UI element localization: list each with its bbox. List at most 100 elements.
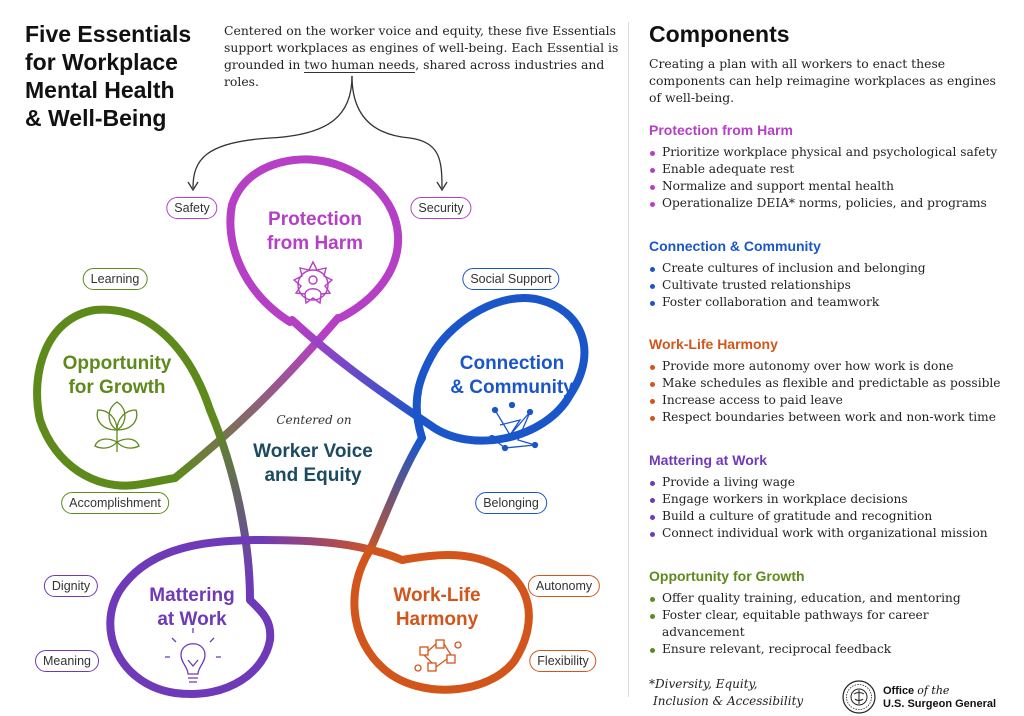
intro-underlined: two human needs — [304, 57, 416, 73]
title-line: Mental Health — [25, 77, 175, 103]
flow-nodes-icon — [414, 639, 462, 672]
component-section-protection: Protection from Harm Prioritize workplac… — [649, 121, 1014, 212]
need-pill-security: Security — [410, 197, 472, 219]
logo-agency: U.S. Surgeon General — [883, 698, 997, 710]
arrow-to-safety — [192, 75, 353, 189]
title-line: Worker Voice — [253, 441, 373, 462]
lightbulb-icon — [165, 628, 221, 683]
essential-title-protection: Protection from Harm — [240, 208, 390, 256]
title-line: and Equity — [264, 465, 362, 486]
connector-worklife-mattering — [258, 536, 406, 564]
intro-part: Centered on the worker voice and equity,… — [224, 23, 619, 72]
connector-connection-worklife — [366, 434, 426, 554]
list-item: Connect individual work with organizatio… — [649, 525, 1014, 542]
list-item: Operationalize DEIA* norms, policies, an… — [649, 195, 1014, 212]
title-line: at Work — [157, 609, 227, 630]
intro-text: Centered on the worker voice and equity,… — [224, 22, 619, 90]
list-item: Provide more autonomy over how work is d… — [649, 358, 1014, 375]
component-list: Offer quality training, education, and m… — [649, 590, 1014, 658]
title-line: Opportunity — [62, 353, 172, 374]
logo-office: Office — [883, 685, 918, 697]
loop-worklife — [350, 546, 533, 694]
list-item: Create cultures of inclusion and belongi… — [649, 260, 1014, 277]
title-line: Work-Life — [393, 585, 481, 606]
arrowhead-security — [436, 181, 448, 192]
title-line: Harmony — [395, 609, 479, 630]
component-list: Create cultures of inclusion and belongi… — [649, 260, 1014, 311]
title-line: for Growth — [68, 377, 166, 398]
need-pill-meaning: Meaning — [35, 650, 99, 672]
title-line: Protection — [268, 209, 362, 230]
list-item: Build a culture of gratitude and recogni… — [649, 508, 1014, 525]
list-item: Provide a living wage — [649, 474, 1014, 491]
essential-title-mattering: Mattering at Work — [117, 584, 267, 632]
connector-protection-connection — [288, 316, 434, 429]
loop-growth — [33, 305, 214, 490]
footnote: *Diversity, Equity, Inclusion & Accessib… — [649, 676, 819, 710]
list-item: Cultivate trusted relationships — [649, 277, 1014, 294]
section-title: Mattering at Work — [649, 452, 767, 468]
need-pill-social-support: Social Support — [462, 268, 560, 290]
component-section-mattering: Mattering at Work Provide a living wage … — [649, 451, 1014, 542]
arrowhead-safety — [187, 181, 199, 192]
component-list: Provide more autonomy over how work is d… — [649, 358, 1014, 426]
section-title: Connection & Community — [649, 238, 821, 254]
footnote-line: *Diversity, Equity, — [649, 677, 758, 691]
component-list: Provide a living wage Engage workers in … — [649, 474, 1014, 542]
list-item: Enable adequate rest — [649, 161, 1014, 178]
list-item: Increase access to paid leave — [649, 392, 1014, 409]
component-section-growth: Opportunity for Growth Offer quality tra… — [649, 567, 1014, 658]
shield-person-icon — [292, 260, 334, 305]
section-title: Protection from Harm — [649, 122, 793, 138]
arrow-to-security — [351, 75, 443, 189]
need-pill-dignity: Dignity — [43, 575, 99, 597]
list-item: Foster clear, equitable pathways for car… — [649, 607, 1014, 641]
list-item: Offer quality training, education, and m… — [649, 590, 1014, 607]
list-item: Engage workers in workplace decisions — [649, 491, 1014, 508]
logo-text: Office of the U.S. Surgeon General — [883, 684, 996, 711]
component-section-worklife: Work-Life Harmony Provide more autonomy … — [649, 335, 1014, 426]
surgeon-general-logo: Office of the U.S. Surgeon General — [842, 680, 1017, 714]
column-divider — [628, 22, 629, 697]
section-title: Opportunity for Growth — [649, 568, 805, 584]
title-line: Mattering — [149, 585, 235, 606]
list-item: Make schedules as flexible and predictab… — [649, 375, 1014, 392]
components-header: Components Creating a plan with all work… — [649, 20, 1009, 106]
connector-mattering-growth — [206, 406, 254, 604]
need-pill-flexibility: Flexibility — [529, 650, 597, 672]
center-title: Worker Voice and Equity — [238, 440, 388, 488]
center-subtitle: Centered on — [276, 413, 352, 427]
needs-arrows — [187, 75, 448, 192]
component-list: Prioritize workplace physical and psycho… — [649, 144, 1014, 212]
list-item: Prioritize workplace physical and psycho… — [649, 144, 1014, 161]
intro-part: , shared across industries and roles. — [224, 57, 605, 89]
footnote-line: Inclusion & Accessibility — [653, 694, 804, 708]
need-pill-belonging: Belonging — [475, 492, 547, 514]
title-line: & Community — [450, 377, 574, 398]
need-pill-safety: Safety — [166, 197, 218, 219]
network-icon — [488, 401, 539, 452]
need-pill-autonomy: Autonomy — [527, 575, 601, 597]
list-item: Normalize and support mental health — [649, 178, 1014, 195]
title-line: & Well-Being — [25, 105, 167, 131]
logo-of-the: of the — [917, 684, 950, 697]
list-item: Ensure relevant, reciprocal feedback — [649, 641, 1014, 658]
need-pill-learning: Learning — [82, 268, 148, 290]
essential-title-connection: Connection & Community — [432, 352, 592, 400]
essential-title-worklife: Work-Life Harmony — [362, 584, 512, 632]
loop-mattering — [106, 536, 275, 698]
essential-title-growth: Opportunity for Growth — [37, 352, 197, 400]
components-intro: Creating a plan with all workers to enac… — [649, 56, 996, 105]
components-heading: Components — [649, 21, 790, 47]
title-line: Five Essentials — [25, 21, 192, 47]
need-pill-accomplishment: Accomplishment — [61, 492, 169, 514]
list-item: Foster collaboration and teamwork — [649, 294, 1014, 311]
section-title: Work-Life Harmony — [649, 336, 778, 352]
essentials-diagram — [33, 75, 589, 698]
seal-icon — [842, 680, 876, 714]
page-title: Five Essentials for Workplace Mental Hea… — [25, 20, 225, 132]
title-line: for Workplace — [25, 49, 178, 75]
list-item: Respect boundaries between work and non-… — [649, 409, 1014, 426]
component-section-connection: Connection & Community Create cultures o… — [649, 237, 1014, 311]
loop-protection — [226, 155, 403, 326]
